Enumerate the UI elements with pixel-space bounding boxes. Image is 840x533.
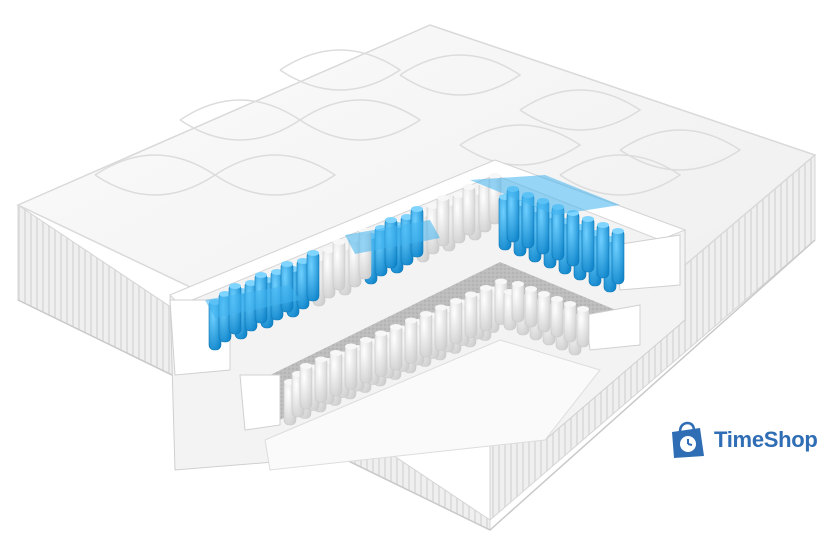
lower-spring — [479, 285, 493, 332]
timeshop-logo[interactable]: TimeShop — [664, 418, 818, 462]
upper-spring — [462, 184, 476, 236]
spring-mesh-right — [470, 175, 620, 215]
lower-spring — [344, 343, 358, 390]
lower-spring — [464, 291, 478, 338]
lower-spring — [359, 337, 373, 384]
lower-spring — [563, 301, 577, 343]
foam-block-lower-left — [239, 374, 281, 431]
foam-block-right — [614, 234, 681, 291]
lower-spring — [434, 304, 448, 351]
logo-text: TimeShop — [714, 427, 818, 452]
upper-spring — [581, 216, 595, 273]
upper-spring — [596, 222, 610, 279]
lower-spring — [374, 330, 388, 377]
lower-spring — [524, 286, 538, 328]
lower-spring — [449, 298, 463, 345]
lower-spring — [389, 324, 403, 371]
cavity-base — [264, 339, 601, 471]
upper-spring — [306, 250, 320, 302]
lower-spring — [537, 291, 551, 333]
lower-spring-layer — [283, 278, 590, 426]
spring-mesh-center — [345, 220, 440, 254]
shopping-bag-clock-icon — [672, 421, 704, 458]
lower-spring — [299, 363, 313, 410]
upper-spring — [322, 247, 336, 299]
lower-spring — [329, 350, 343, 397]
upper-spring — [566, 210, 580, 267]
lower-spring — [576, 306, 590, 348]
upper-spring — [436, 195, 450, 247]
lower-spring — [511, 281, 525, 323]
lower-spring — [419, 311, 433, 358]
lower-spring — [404, 317, 418, 364]
quilting-pattern — [94, 49, 742, 196]
spring-mesh-left — [205, 285, 300, 318]
upper-spring — [332, 239, 346, 291]
upper-spring — [296, 258, 310, 310]
upper-spring-layer — [208, 173, 625, 351]
lower-spring — [314, 356, 328, 403]
upper-spring — [611, 228, 625, 285]
lower-spring — [550, 296, 564, 338]
